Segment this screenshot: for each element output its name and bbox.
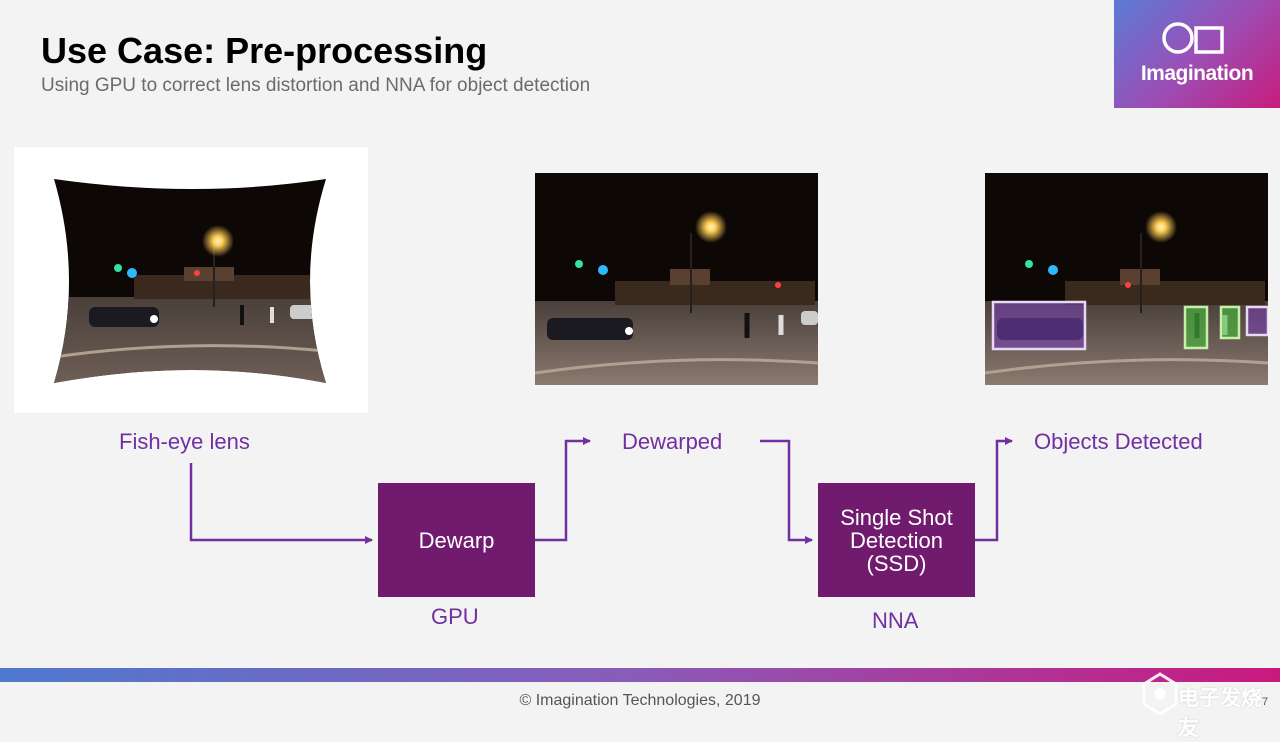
detection-box-person-1	[1183, 305, 1209, 350]
footer-gradient-bar	[0, 668, 1280, 682]
dewarped-image	[535, 173, 818, 385]
slide-title: Use Case: Pre-processing	[41, 30, 488, 71]
ssd-box-line-3: (SSD)	[866, 550, 927, 576]
page-number: 7	[1262, 696, 1269, 708]
gpu-label: GPU	[431, 604, 479, 629]
detection-box-car	[991, 300, 1087, 351]
detection-box-car-2	[1245, 305, 1268, 337]
watermark-text: 电子发烧友	[1178, 687, 1262, 740]
watermark-logo-icon	[1142, 672, 1178, 716]
dewarp-box: Dewarp	[378, 483, 535, 597]
arrow-ssd-to-detected	[975, 437, 1013, 542]
ssd-box: Single Shot Detection (SSD)	[818, 483, 975, 597]
slide-subtitle: Using GPU to correct lens distortion and…	[41, 75, 591, 96]
footer-copyright: © Imagination Technologies, 2019	[519, 692, 761, 709]
imagination-logo: Imagination	[1114, 0, 1280, 108]
detected-label: Objects Detected	[1034, 429, 1203, 454]
fisheye-label: Fish-eye lens	[119, 429, 250, 454]
dewarped-label: Dewarped	[622, 429, 723, 454]
logo-wordmark: Imagination	[1140, 62, 1254, 85]
arrow-dewarp-to-dewarped	[535, 437, 591, 542]
flow-arrows	[189, 437, 1013, 544]
detection-box-person-2	[1219, 305, 1241, 340]
ssd-box-line-2: Detection	[850, 527, 943, 553]
fisheye-image	[14, 147, 368, 413]
detected-image	[985, 173, 1268, 385]
arrow-dewarped-to-ssd	[760, 439, 813, 544]
watermark: 电子发烧友	[1140, 672, 1272, 740]
imagination-logo-icon	[1162, 22, 1224, 54]
nna-label: NNA	[872, 608, 919, 633]
dewarp-box-label: Dewarp	[418, 527, 495, 553]
ssd-box-line-1: Single Shot	[840, 504, 953, 530]
arrow-fisheye-to-dewarp	[189, 463, 373, 544]
